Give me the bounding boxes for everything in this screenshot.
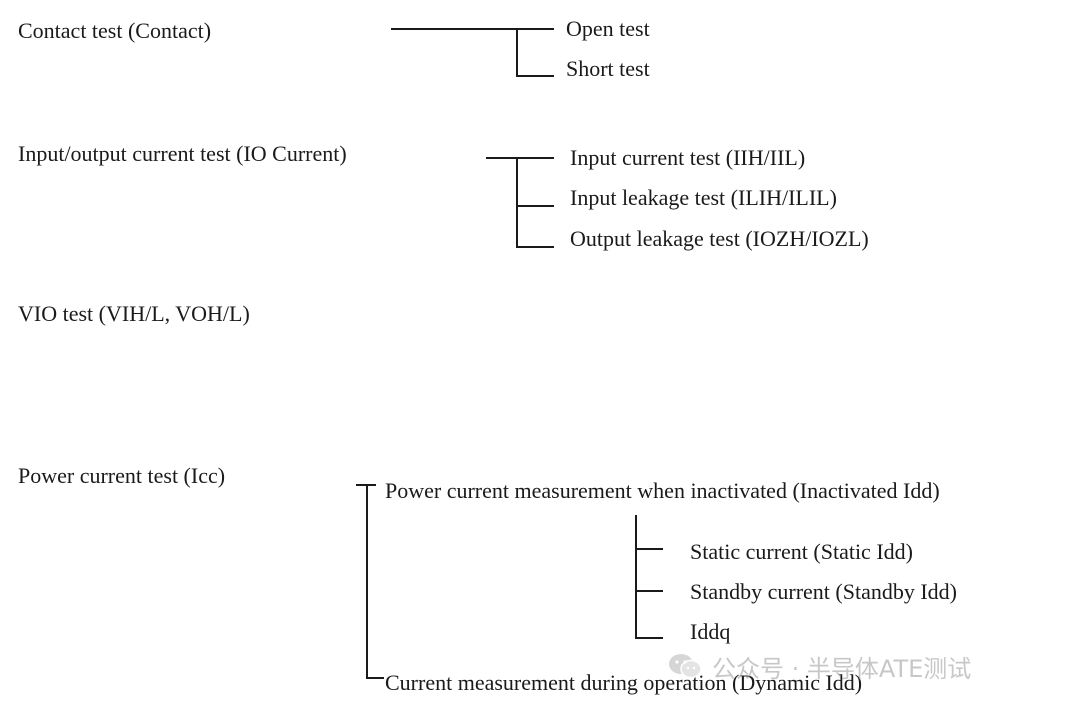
static-current-label: Static current (Static Idd) [690,539,913,564]
contact-connector-line [391,28,554,30]
contact-bracket-branch [516,75,554,77]
input-leakage-test-label: Input leakage test (ILIH/ILIL) [570,185,837,210]
iddq-branch [635,637,663,639]
io-bracket-branch-bottom [516,246,554,248]
short-test-label: Short test [566,56,650,81]
watermark: 公众号 · 半导体ATE测试 [668,650,972,683]
static-idd-branch [635,548,663,550]
inactivated-bracket-vertical [635,515,637,639]
dynamic-idd-label: Current measurement during operation (Dy… [385,670,863,695]
standby-current-label: Standby current (Standby Idd) [690,579,957,604]
output-leakage-test-label: Output leakage test (IOZH/IOZL) [570,226,869,251]
contact-test-title: Contact test (Contact) [18,18,212,43]
vio-test-title: VIO test (VIH/L, VOH/L) [18,301,250,326]
io-bracket-branch-mid [516,205,554,207]
power-current-test-title: Power current test (Icc) [18,463,226,488]
power-bottom-tick [366,677,384,679]
io-bracket-vertical [516,157,518,247]
input-current-test-label: Input current test (IIH/IIL) [570,145,806,170]
wechat-icon [669,654,702,679]
contact-bracket-vertical [516,28,518,76]
standby-idd-branch [635,590,663,592]
open-test-label: Open test [566,16,650,41]
io-connector-line [486,157,554,159]
power-bracket-vertical [366,484,368,679]
inactivated-idd-label: Power current measurement when inactivat… [385,478,940,503]
iddq-label: Iddq [690,619,731,644]
watermark-text: 公众号 · 半导体ATE测试 [712,654,972,683]
io-current-test-title: Input/output current test (IO Current) [18,141,347,166]
